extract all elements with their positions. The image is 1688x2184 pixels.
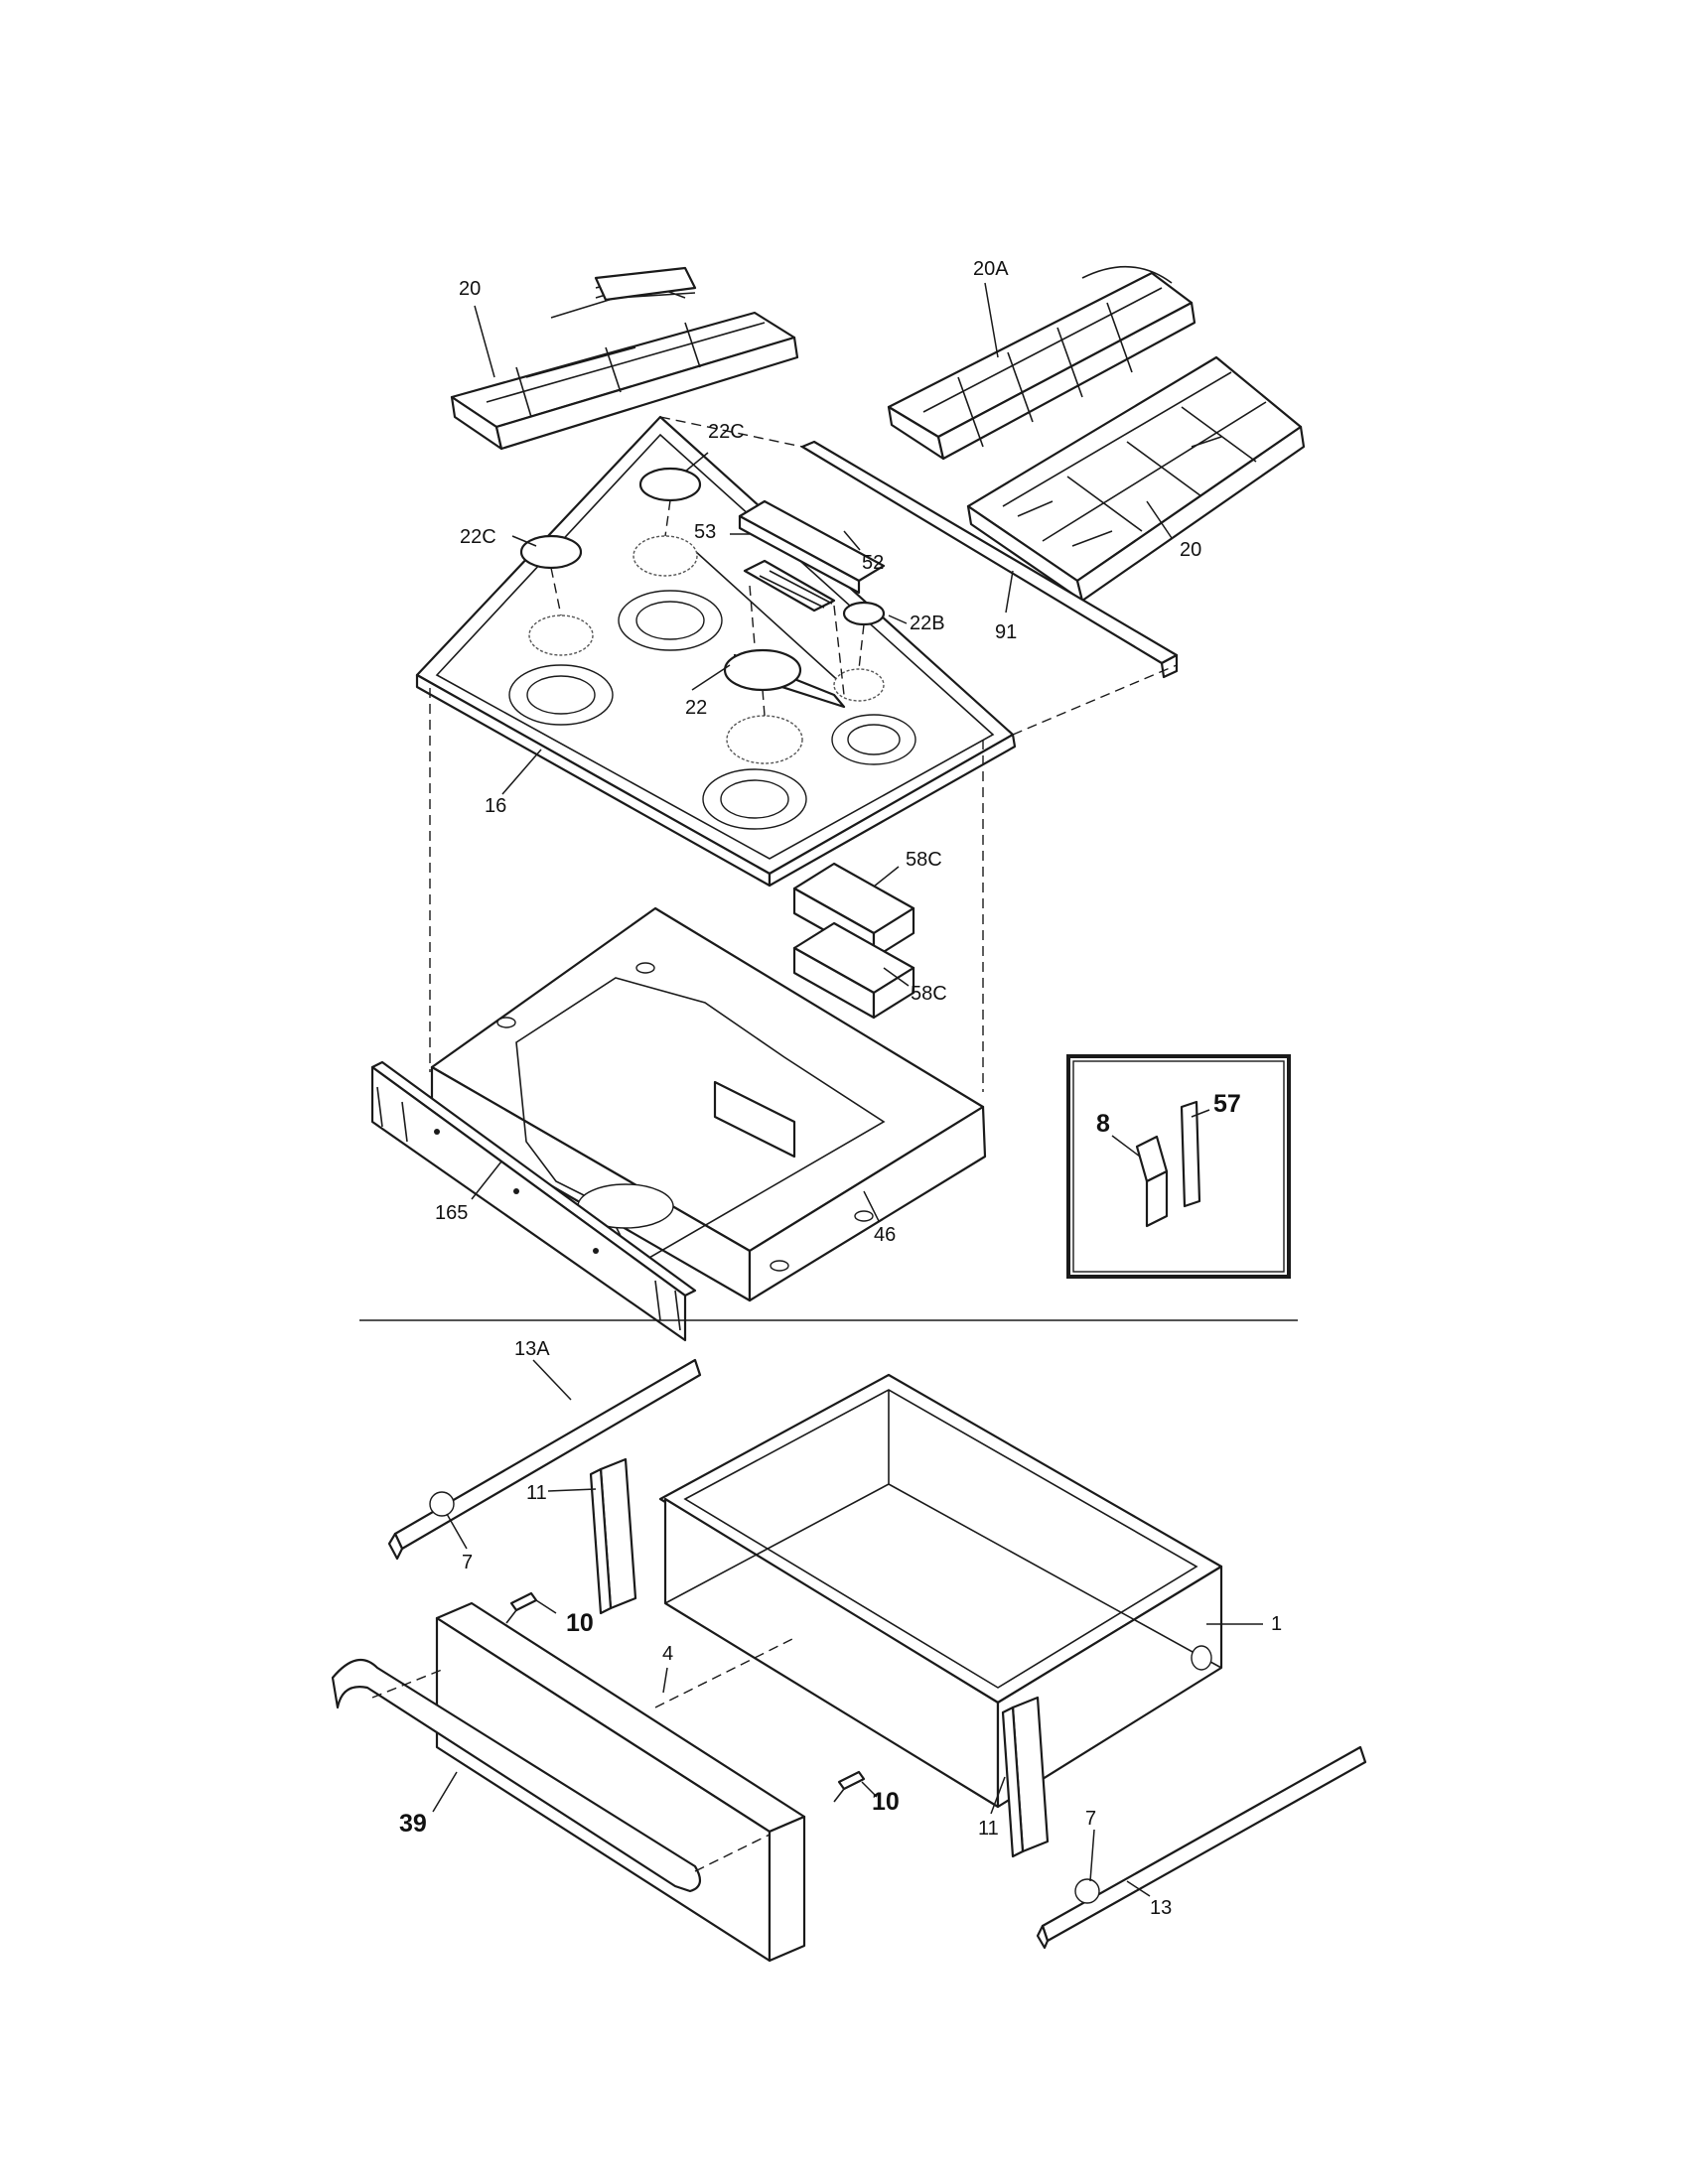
label-cap-22: 22 [685,697,707,719]
grate-left [450,266,799,451]
label-roller-right: 7 [1085,1808,1096,1830]
leader-lines [432,282,1263,1897]
part-labels: 20 20A 20 22C 22C 53 52 22B 91 22 16 58C… [399,258,1282,1919]
burner-box [430,906,987,1302]
vent-parts [738,499,886,613]
label-cap-22c-a: 22C [708,421,745,443]
label-screw-lower: 10 [872,1788,900,1816]
label-grate-center: 20A [973,258,1009,280]
label-cap-22b: 22B [910,613,945,634]
label-vent-grille: 53 [694,521,716,543]
drawer-brackets [589,1457,1050,1858]
label-grate-right: 20 [1180,539,1201,561]
handle [331,1658,702,1893]
label-drawer-front: 4 [662,1643,673,1665]
label-bracket-right: 11 [978,1818,999,1840]
label-vent-trim: 52 [862,552,884,574]
label-handle: 39 [399,1810,427,1838]
grate-center [887,265,1196,461]
burner-caps [519,467,886,692]
drawer-box [658,1373,1223,1809]
label-rear-trim: 91 [995,621,1017,643]
label-foam-lower: 58C [911,983,947,1005]
cooktop [415,415,1017,887]
lower-assembly-lines [371,1637,795,1872]
inset-box [1066,1054,1291,1279]
burner-bases [528,535,885,764]
label-grate-left: 20 [459,278,481,300]
assembly-lines [429,416,1178,1092]
label-front-bracket: 165 [435,1202,468,1224]
front-bracket [370,1060,697,1342]
grate-right [966,355,1306,603]
drawer-slides [387,1358,1367,1950]
label-inset-part-a: 8 [1096,1110,1110,1138]
label-inset-part-b: 57 [1213,1090,1241,1118]
label-foam-upper: 58C [906,849,942,871]
label-screw-upper: 10 [566,1609,594,1637]
label-bracket-left: 11 [526,1482,547,1504]
drawer-front [435,1601,806,1963]
foam-blocks [792,862,915,1020]
label-cap-22c-b: 22C [460,526,496,548]
label-roller-left: 7 [462,1552,473,1573]
label-slide-left: 13A [514,1338,550,1360]
label-cooktop: 16 [485,795,506,817]
label-slide-right: 13 [1150,1897,1172,1919]
label-burner-box: 46 [874,1224,896,1246]
label-drawer-box: 1 [1271,1613,1282,1635]
rear-trim [800,440,1179,679]
